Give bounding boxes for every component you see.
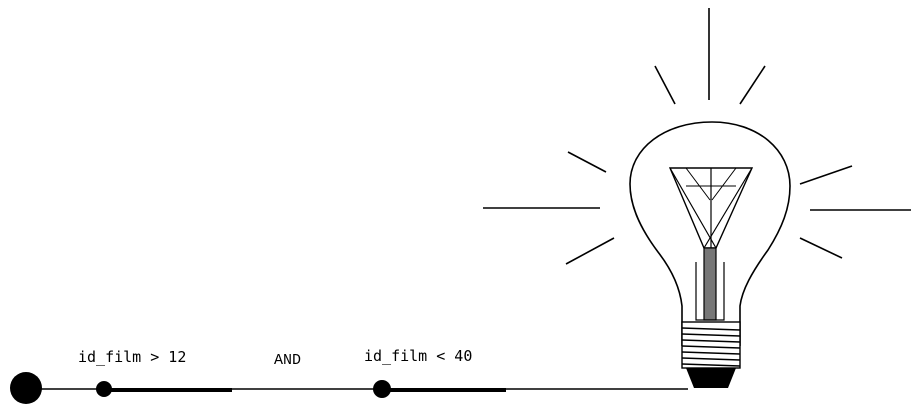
operator-label: AND <box>274 352 301 369</box>
condition-1-label: id_film > 12 <box>78 348 186 366</box>
circuit-wire <box>30 389 688 390</box>
source-terminal-icon <box>10 372 42 404</box>
ray-upper-left <box>568 152 606 172</box>
ray-lower-right <box>800 238 842 258</box>
switch-1-node <box>96 381 112 397</box>
light-bulb-icon <box>630 122 790 388</box>
ray-upper-right <box>800 166 852 184</box>
bulb-screw-base <box>682 322 740 368</box>
bulb-contact <box>686 368 736 388</box>
switch-2-node <box>373 380 391 398</box>
filament-stem <box>704 248 716 320</box>
ray-top-left <box>655 66 675 104</box>
ray-lower-left <box>566 238 614 264</box>
condition-2-label: id_film < 40 <box>364 347 472 365</box>
ray-top-right <box>740 66 765 104</box>
